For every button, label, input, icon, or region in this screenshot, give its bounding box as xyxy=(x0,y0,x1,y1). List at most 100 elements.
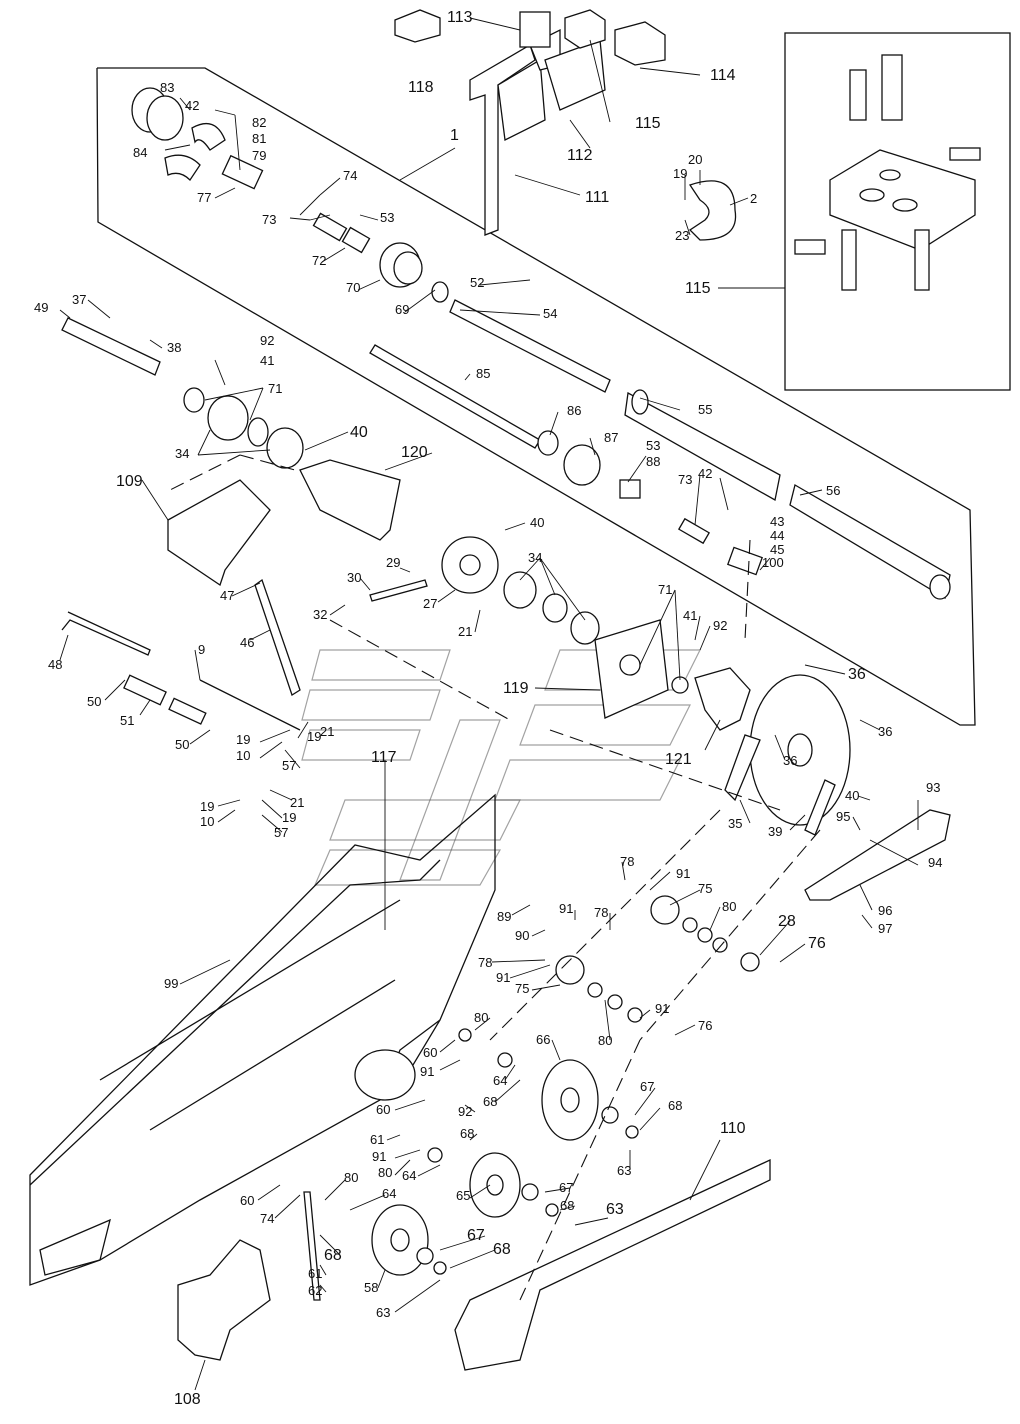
leader-line xyxy=(274,1194,301,1219)
washers xyxy=(416,917,760,1275)
leader-line xyxy=(149,339,163,349)
leader-line xyxy=(639,67,701,76)
leader-line xyxy=(377,1269,386,1289)
leader-line xyxy=(639,1107,661,1131)
leader-line xyxy=(694,474,701,526)
part-callout-117: 117 xyxy=(371,749,397,766)
leader-line xyxy=(479,279,531,286)
rod-9 xyxy=(61,611,151,656)
part-callout-121: 121 xyxy=(665,751,692,768)
leader-line xyxy=(504,522,526,531)
leader-line xyxy=(319,177,341,196)
adjuster-bolt xyxy=(303,1191,321,1301)
part-callout-81: 81 xyxy=(252,131,266,146)
leader-line xyxy=(627,455,647,483)
part-callout-78: 78 xyxy=(620,854,634,869)
part-callout-80: 80 xyxy=(344,1170,358,1185)
part-callout-50: 50 xyxy=(87,694,101,709)
part-callout-118: 118 xyxy=(408,79,434,96)
part-callout-45: 45 xyxy=(770,542,784,557)
leader-line xyxy=(394,1159,411,1176)
leader-line xyxy=(639,1009,651,1019)
part-callout-19: 19 xyxy=(307,729,321,744)
cover-109 xyxy=(167,479,271,587)
part-callout-62: 62 xyxy=(308,1283,322,1298)
part-callout-72: 72 xyxy=(312,253,326,268)
part-callout-61: 61 xyxy=(370,1132,384,1147)
leader-line xyxy=(104,679,126,701)
part-callout-83: 83 xyxy=(160,80,174,95)
part-callout-9: 9 xyxy=(198,642,205,657)
leader-line xyxy=(359,214,379,221)
part-callout-76: 76 xyxy=(808,935,826,952)
leader-line xyxy=(621,861,626,881)
part-callout-42: 42 xyxy=(185,98,199,113)
part-callout-108: 108 xyxy=(174,1391,201,1408)
leader-line xyxy=(589,39,611,123)
leader-line xyxy=(539,557,586,621)
part-callout-80: 80 xyxy=(378,1165,392,1180)
assembly-panel-outline xyxy=(96,67,976,726)
leader-line xyxy=(179,959,231,985)
leader-line xyxy=(469,17,521,31)
shaft-49 xyxy=(61,317,304,469)
part-callout-91: 91 xyxy=(372,1149,386,1164)
part-callout-60: 60 xyxy=(423,1045,437,1060)
cover-120 xyxy=(299,459,401,541)
block-115-small xyxy=(564,9,606,49)
part-callout-53: 53 xyxy=(646,438,660,453)
part-callout-112: 112 xyxy=(567,147,593,164)
part-callout-64: 64 xyxy=(402,1168,416,1183)
part-callout-99: 99 xyxy=(164,976,178,991)
leader-line xyxy=(857,795,871,801)
part-callout-57: 57 xyxy=(274,825,288,840)
part-callout-96: 96 xyxy=(878,903,892,918)
part-callout-21: 21 xyxy=(320,724,334,739)
part-callout-36: 36 xyxy=(783,753,797,768)
leader-line xyxy=(694,615,701,641)
leader-line xyxy=(639,397,681,411)
leader-line xyxy=(194,1359,206,1391)
leader-line xyxy=(59,634,69,661)
part-callout-50: 50 xyxy=(175,737,189,752)
leader-line xyxy=(804,664,846,675)
dashed-lines xyxy=(169,454,821,1301)
leader-line xyxy=(531,984,561,991)
part-callout-120: 120 xyxy=(401,444,428,461)
leader-line xyxy=(604,999,611,1041)
part-callout-40: 40 xyxy=(350,424,368,441)
leader-line xyxy=(59,309,71,319)
leader-line xyxy=(474,1017,491,1031)
valve-inset-box xyxy=(784,32,1011,391)
leader-line xyxy=(534,687,601,691)
part-callout-91: 91 xyxy=(420,1064,434,1079)
part-callout-64: 64 xyxy=(382,1186,396,1201)
leader-line xyxy=(539,557,556,596)
leader-line xyxy=(197,429,211,456)
leader-line xyxy=(729,197,749,206)
leader-line xyxy=(774,734,786,761)
part-callout-91: 91 xyxy=(676,866,690,881)
leader-line xyxy=(217,809,236,823)
leader-line xyxy=(189,729,211,745)
part-callout-82: 82 xyxy=(252,115,266,130)
part-callout-63: 63 xyxy=(376,1305,390,1320)
leader-line xyxy=(194,649,201,681)
part-callout-68: 68 xyxy=(668,1098,682,1113)
leader-line xyxy=(329,604,346,616)
part-callout-67: 67 xyxy=(640,1079,654,1094)
part-callout-44: 44 xyxy=(770,528,784,543)
part-callout-63: 63 xyxy=(617,1163,631,1178)
part-callout-69: 69 xyxy=(395,302,409,317)
leader-line xyxy=(464,1104,476,1113)
leader-line xyxy=(551,1039,561,1061)
leader-line xyxy=(214,187,236,199)
leader-line xyxy=(386,1134,401,1141)
leader-line xyxy=(349,1194,386,1211)
part-callout-29: 29 xyxy=(386,555,400,570)
lever-46 xyxy=(254,578,301,696)
leader-line xyxy=(639,589,676,666)
part-callout-20: 20 xyxy=(688,152,702,167)
part-callout-34: 34 xyxy=(528,550,542,565)
leader-line xyxy=(394,1279,441,1313)
